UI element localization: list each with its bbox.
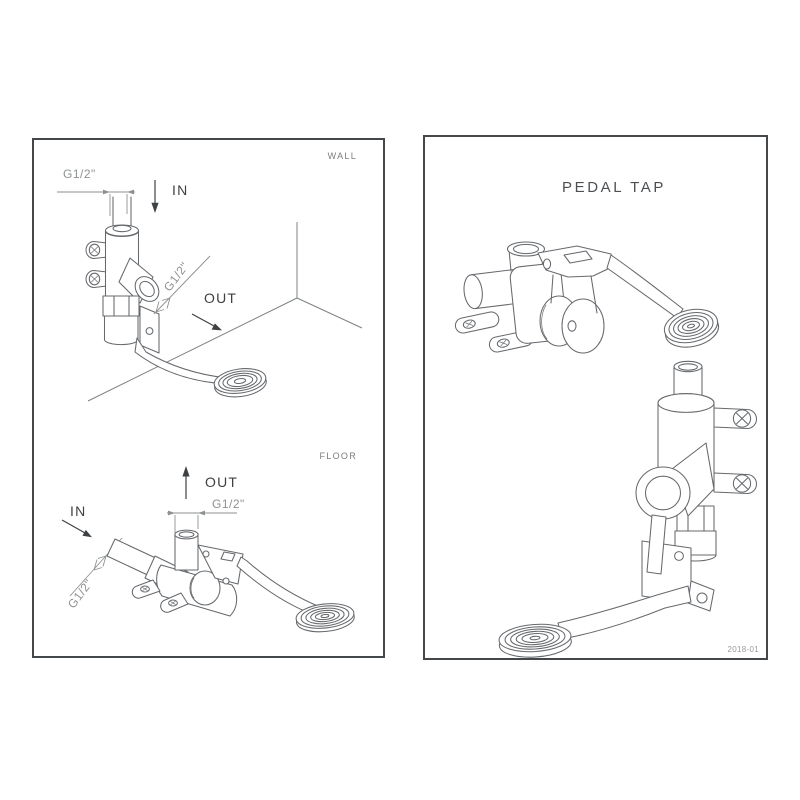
inlet-dimension [57, 189, 135, 216]
wall-mount-panel: WALL G1/2" IN G1/2" OUT [32, 138, 385, 439]
floor-mount-drawing [61, 466, 355, 633]
floor-mount-panel: FLOOR OUT G1/2" IN G1/2" [32, 437, 385, 658]
wall-out-label: OUT [204, 290, 238, 306]
pedal-disc [498, 623, 572, 658]
out-arrow-icon [191, 313, 222, 331]
floor-panel-label: FLOOR [319, 451, 357, 461]
in-arrow-icon [61, 519, 92, 538]
floor-in-label: IN [70, 503, 87, 519]
pedal-tap-vertical-view [498, 360, 758, 658]
product-drawings [454, 241, 758, 658]
in-arrow-icon [151, 180, 159, 213]
wall-tap-drawing [85, 196, 267, 398]
doc-code: 2018-01 [727, 645, 759, 654]
outlet-dimension [167, 510, 237, 533]
wall-mount-drawing [57, 180, 363, 402]
room-corner-lines [87, 222, 363, 402]
product-panel: PEDAL TAP 2018-01 [423, 135, 768, 660]
pedal-disc [295, 603, 355, 633]
wall-inlet-size-label: G1/2" [63, 167, 96, 181]
pedal-disc [213, 368, 267, 398]
pedal-disc [663, 308, 720, 348]
floor-outlet-size-label: G1/2" [212, 497, 245, 511]
floor-out-label: OUT [205, 474, 239, 490]
wall-panel-label: WALL [327, 151, 357, 161]
out-arrow-icon [182, 466, 190, 499]
wall-in-label: IN [172, 182, 189, 198]
product-title: PEDAL TAP [562, 179, 666, 196]
outlet-dimension [153, 255, 211, 315]
floor-tap-drawing [106, 529, 355, 633]
pedal-tap-horizontal-view [454, 241, 720, 354]
